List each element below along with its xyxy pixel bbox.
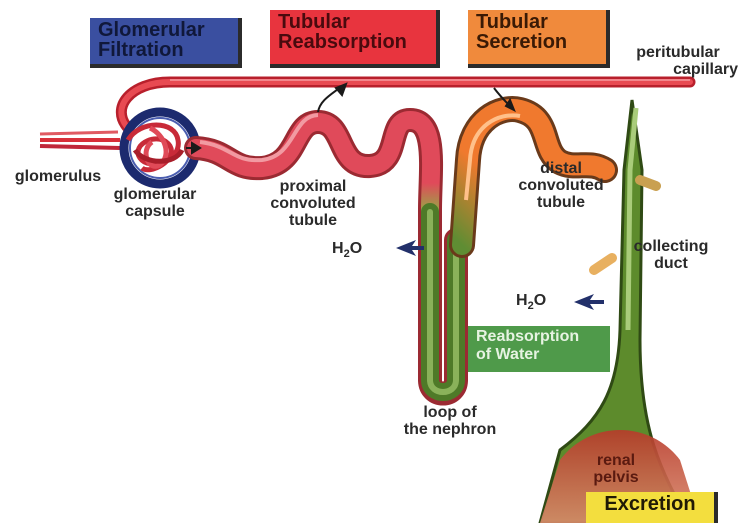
distal-line3: tubule bbox=[506, 194, 616, 211]
reabsorption-of-water-line1: Reabsorption bbox=[476, 328, 602, 346]
reabsorption-of-water-line2: of Water bbox=[476, 346, 602, 364]
tubular-reabsorption-line1: Tubular bbox=[278, 12, 428, 32]
water-left-o: O bbox=[350, 240, 362, 257]
renal-line2: pelvis bbox=[576, 469, 656, 486]
water-right-h: H bbox=[516, 292, 528, 309]
glomerulus-label: glomerulus bbox=[8, 168, 108, 185]
loop-line2: the nephron bbox=[380, 421, 520, 438]
distal-line1: distal bbox=[506, 160, 616, 177]
proximal-line2: convoluted bbox=[258, 195, 368, 212]
tubular-reabsorption-line2: Reabsorption bbox=[278, 32, 428, 52]
reabsorption-of-water-box: Reabsorption of Water bbox=[468, 326, 610, 372]
water-label-left: H2O bbox=[332, 240, 382, 263]
loop-line1: loop of bbox=[380, 404, 520, 421]
excretion-box: Excretion bbox=[586, 492, 718, 523]
afferent-vessels bbox=[40, 132, 120, 148]
excretion-label: Excretion bbox=[594, 494, 706, 514]
peritubular-capillary-label: peritubular capillary bbox=[618, 44, 738, 78]
collecting-duct-label: collecting duct bbox=[616, 238, 726, 272]
glomerular-filtration-line2: Filtration bbox=[98, 40, 230, 60]
proximal-tubule-shape bbox=[196, 115, 456, 394]
proximal-tubule-label: proximal convoluted tubule bbox=[258, 178, 368, 229]
glomerular-filtration-line1: Glomerular bbox=[98, 20, 230, 40]
renal-pelvis-label: renal pelvis bbox=[576, 452, 656, 486]
peritubular-line2: capillary bbox=[618, 61, 738, 78]
glomerular-capsule-line2: capsule bbox=[100, 203, 210, 220]
proximal-line1: proximal bbox=[258, 178, 368, 195]
tubular-secretion-line1: Tubular bbox=[476, 12, 598, 32]
tubular-secretion-box: Tubular Secretion bbox=[468, 10, 610, 68]
tubular-reabsorption-box: Tubular Reabsorption bbox=[270, 10, 440, 68]
glomerular-capsule-label: glomerular capsule bbox=[100, 186, 210, 220]
tubular-secretion-line2: Secretion bbox=[476, 32, 598, 52]
collecting-line2: duct bbox=[616, 255, 726, 272]
loop-of-nephron-label: loop of the nephron bbox=[380, 404, 520, 438]
water-right-o: O bbox=[534, 292, 546, 309]
water-left-h: H bbox=[332, 240, 344, 257]
collecting-line1: collecting bbox=[616, 238, 726, 255]
distal-line2: convoluted bbox=[506, 177, 616, 194]
water-label-right: H2O bbox=[516, 292, 566, 315]
distal-tubule-label: distal convoluted tubule bbox=[506, 160, 616, 211]
glomerular-filtration-box: Glomerular Filtration bbox=[90, 18, 242, 68]
peritubular-line1: peritubular bbox=[618, 44, 738, 61]
renal-line1: renal bbox=[576, 452, 656, 469]
glomerular-capsule-line1: glomerular bbox=[100, 186, 210, 203]
proximal-line3: tubule bbox=[258, 212, 368, 229]
